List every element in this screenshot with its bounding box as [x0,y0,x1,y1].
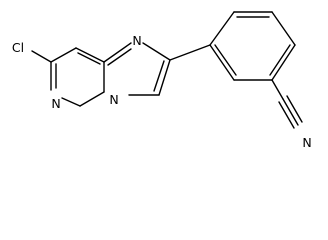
pyridazine-ring [31,47,105,107]
bond-ph5-cn [271,79,284,100]
bond-c2-c3 [158,59,171,96]
bond-cn-triple-2 [286,95,303,123]
bond-c8a-n4 [79,91,105,107]
molecular-structure-diagram: Cl N N N N [12,11,312,150]
chlorine-atom: Cl [12,40,24,55]
nitrile-nitrogen-atom: N [302,135,311,150]
atom-labels: Cl N N N N [12,33,312,150]
benzene-ring [209,11,296,81]
bond-ph4-ph5 [271,44,296,81]
bond-c6-cl [31,50,52,63]
imidazole-ring [103,42,171,96]
pyridazine-nitrogen-atom: N [51,96,60,111]
bond-n1-c2 [142,42,171,61]
bond-ph6-ph1-double [214,44,237,76]
bond-c6-c7 [50,47,77,63]
bond-c7-c8 [75,47,105,63]
bond-ph4-ph5-double [269,44,291,76]
bond-c8-n1-double [107,48,132,66]
bond-c8-n1 [103,42,132,63]
bond-cn-triple-1 [282,98,299,126]
imidazole-nitrogen-atom: N [132,33,141,48]
bond-ph3-ph4 [271,11,296,46]
bond-ph6-ph1 [209,44,235,81]
nitrile-group [271,79,303,129]
bridgehead-nitrogen-atom: N [109,92,118,107]
bond-cn-triple-3 [278,101,295,129]
bond-c7-c8-double [77,52,101,65]
bond-n4-n5 [61,97,81,107]
bond-ph1-ph2 [209,11,235,46]
bond-c2-c3-double [153,60,165,92]
bond-c2-phenyl [169,44,211,61]
